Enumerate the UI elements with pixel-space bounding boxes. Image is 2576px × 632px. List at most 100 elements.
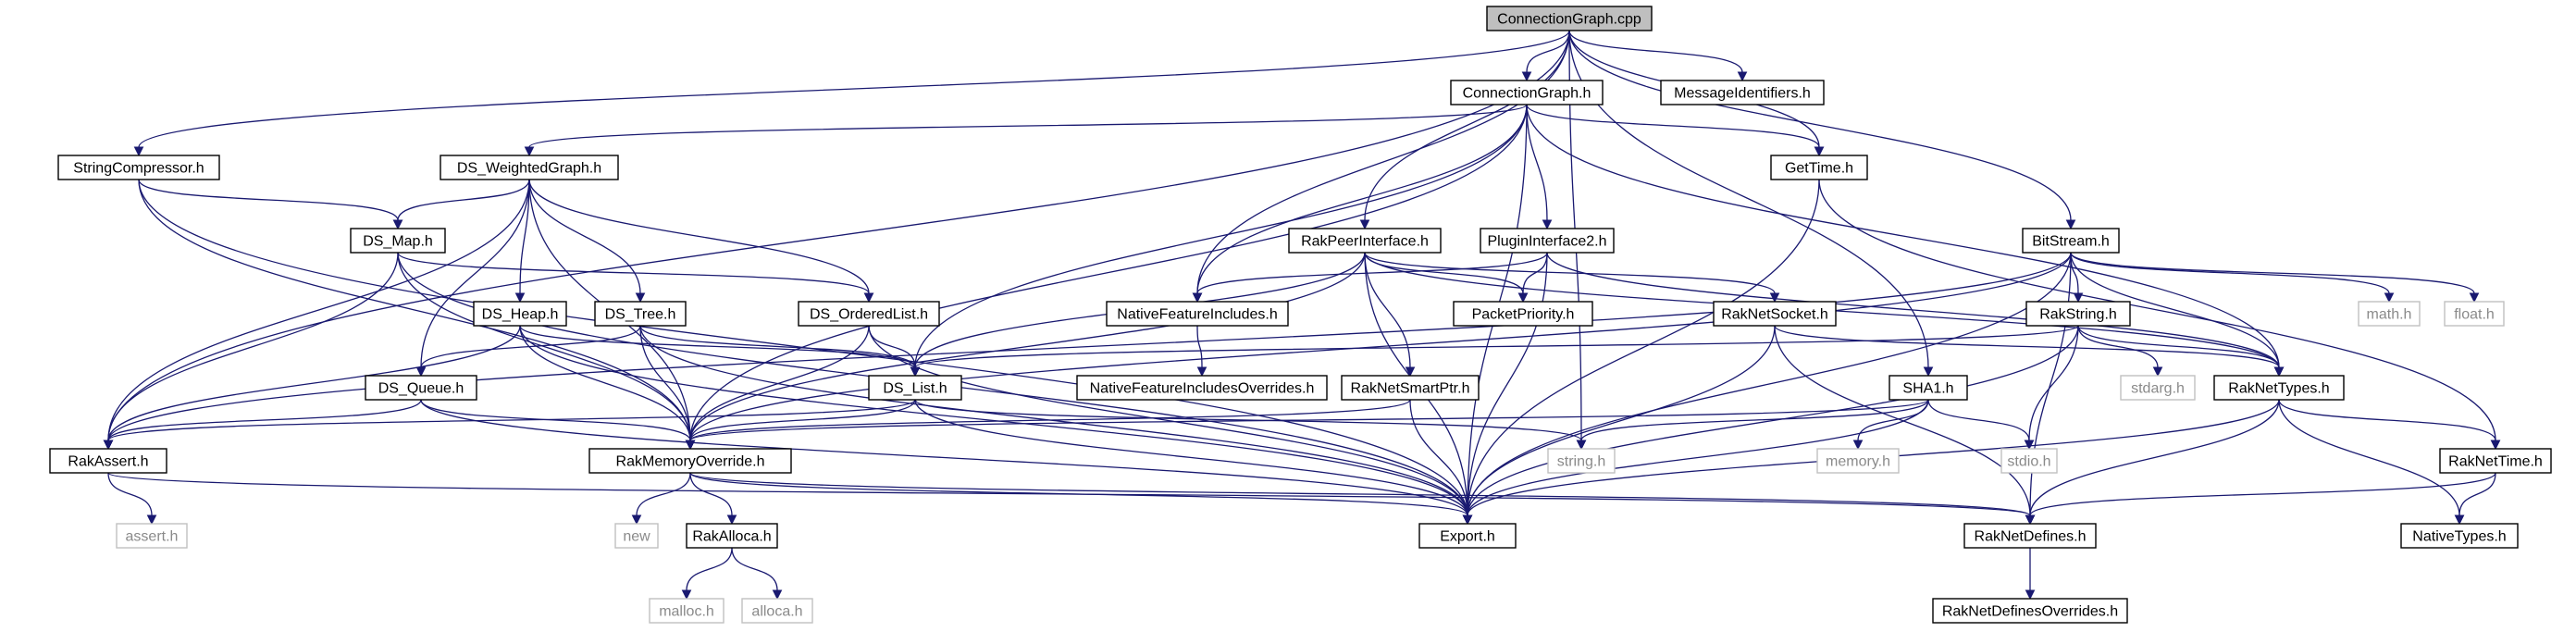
node-rakstring-h[interactable]: RakString.h	[2025, 301, 2131, 327]
node-nativetypes-h[interactable]: NativeTypes.h	[2400, 523, 2519, 549]
edge-rakassert-to-rnd	[107, 472, 2036, 526]
node-label: BitStream.h	[2032, 234, 2110, 250]
node-box	[1660, 80, 1825, 105]
node-box	[1547, 448, 1616, 474]
node-box	[473, 301, 567, 327]
node-box	[588, 448, 792, 474]
node-box	[1341, 375, 1480, 401]
edge-dswg-to-dsheap	[514, 179, 530, 304]
edge-rakstring-to-rnt	[2077, 325, 2285, 378]
node-box	[1288, 228, 1442, 254]
edge-pi2-to-nfi	[1192, 252, 1548, 304]
node-label: RakMemoryOverride.h	[616, 454, 765, 470]
node-nativefeatureincludes-h[interactable]: NativeFeatureIncludes.h	[1106, 301, 1289, 327]
node-box	[1932, 598, 2128, 624]
node-box	[1486, 6, 1653, 31]
node-alloca-h: alloca.h	[741, 598, 813, 624]
node-ds-queue-h[interactable]: DS_Queue.h	[365, 375, 477, 401]
node-rakassert-h[interactable]: RakAssert.h	[49, 448, 167, 474]
node-box	[365, 375, 477, 401]
edge-strcomp-to-export	[138, 179, 1473, 526]
node-ds-orderedlist-h[interactable]: DS_OrderedList.h	[798, 301, 940, 327]
node-assert-h: assert.h	[116, 523, 188, 549]
node-packetpriority-h[interactable]: PacketPriority.h	[1453, 301, 1593, 327]
node-label: RakAssert.h	[68, 454, 148, 470]
node-box	[2025, 301, 2131, 327]
edge-rakstring-to-dslist	[910, 325, 2079, 378]
edge-sha1-to-string	[1576, 399, 1929, 451]
edge-dslist-to-rakassert	[103, 399, 916, 451]
edge-rakstring-to-stdarg	[2077, 325, 2163, 378]
node-label: MessageIdentifiers.h	[1674, 86, 1811, 102]
node-label: RakAlloca.h	[692, 529, 771, 545]
node-rakalloca-h[interactable]: RakAlloca.h	[686, 523, 778, 549]
node-raknettime-h[interactable]: RakNetTime.h	[2439, 448, 2552, 474]
edge-cg_h-to-pi2	[1526, 104, 1553, 230]
node-rakpeerinterface-h[interactable]: RakPeerInterface.h	[1288, 228, 1442, 254]
node-gettime-h[interactable]: GetTime.h	[1770, 155, 1868, 180]
node-stringcompressor-h[interactable]: StringCompressor.h	[57, 155, 220, 180]
node-label: DS_Heap.h	[482, 307, 559, 323]
node-box	[1889, 375, 1968, 401]
node-export-h[interactable]: Export.h	[1418, 523, 1517, 549]
node-label: GetTime.h	[1785, 161, 1853, 177]
node-rakmemoryoverride-h[interactable]: RakMemoryOverride.h	[588, 448, 792, 474]
edge-dsqueue-to-rakassert	[103, 399, 422, 451]
edge-dswg-to-dstree	[528, 179, 646, 304]
node-ds-tree-h[interactable]: DS_Tree.h	[594, 301, 687, 327]
edge-rpi-to-rns	[1364, 252, 1780, 304]
node-ds-list-h[interactable]: DS_List.h	[868, 375, 962, 401]
node-messageidentifiers-h[interactable]: MessageIdentifiers.h	[1660, 80, 1825, 105]
node-label: SHA1.h	[1902, 381, 1953, 397]
edge-rnt-to-nativetypes	[2278, 399, 2465, 526]
edge-cg_h-to-gettime	[1526, 104, 1825, 157]
edge-pi2-to-rnt	[1546, 252, 2285, 378]
node-label: RakNetDefinesOverrides.h	[1942, 604, 2118, 620]
node-ds-weightedgraph-h[interactable]: DS_WeightedGraph.h	[440, 155, 619, 180]
node-ds-map-h[interactable]: DS_Map.h	[350, 228, 446, 254]
edge-rmo-to-export	[689, 472, 1473, 526]
node-box	[1450, 80, 1604, 105]
node-box	[614, 523, 659, 549]
edge-rmo-to-rakalloca	[689, 472, 737, 526]
node-label: StringCompressor.h	[73, 161, 204, 177]
edge-raknettime-to-nativetypes	[2454, 472, 2496, 526]
node-box	[2000, 448, 2058, 474]
node-connectiongraph-cpp[interactable]: ConnectionGraph.cpp	[1486, 6, 1653, 31]
node-box	[868, 375, 962, 401]
node-label: Export.h	[1440, 529, 1495, 545]
node-raknetsocket-h[interactable]: RakNetSocket.h	[1713, 301, 1837, 327]
node-raknetsmartptr-h[interactable]: RakNetSmartPtr.h	[1341, 375, 1480, 401]
node-box	[1106, 301, 1289, 327]
node-bitstream-h[interactable]: BitStream.h	[2022, 228, 2120, 254]
node-label: NativeFeatureIncludesOverrides.h	[1090, 381, 1315, 397]
node-raknetdefinesoverrides-h[interactable]: RakNetDefinesOverrides.h	[1932, 598, 2128, 624]
edge-rnd-to-rndo	[2025, 548, 2036, 601]
node-ds-heap-h[interactable]: DS_Heap.h	[473, 301, 567, 327]
node-box	[440, 155, 619, 180]
edge-dstree-to-dsqueue	[415, 325, 641, 378]
node-raknettypes-h[interactable]: RakNetTypes.h	[2213, 375, 2345, 401]
edge-rpi-to-pp	[1364, 252, 1529, 304]
node-math-h: math.h	[2358, 301, 2421, 327]
node-label: malloc.h	[659, 604, 714, 620]
node-plugininterface2-h[interactable]: PluginInterface2.h	[1480, 228, 1615, 254]
edge-sha1-to-stdio	[1927, 399, 2035, 451]
edge-dsqueue-to-rmo	[420, 399, 696, 451]
node-nativefeatureincludesoverrides-h[interactable]: NativeFeatureIncludesOverrides.h	[1076, 375, 1328, 401]
node-connectiongraph-h[interactable]: ConnectionGraph.h	[1450, 80, 1604, 105]
edge-bitstream-to-float	[2070, 252, 2480, 304]
edge-rakalloca-to-malloc	[681, 547, 733, 601]
node-box	[1076, 375, 1328, 401]
edge-rnt-to-raknettime	[2278, 399, 2501, 451]
node-box	[1713, 301, 1837, 327]
node-label: alloca.h	[751, 604, 802, 620]
edge-cg_cpp-to-bitstream	[1568, 30, 2076, 230]
node-raknetdefines-h[interactable]: RakNetDefines.h	[1963, 523, 2097, 549]
node-sha1-h[interactable]: SHA1.h	[1889, 375, 1968, 401]
edge-cg_h-to-rnt	[1526, 104, 2285, 378]
node-label: RakString.h	[2039, 307, 2117, 323]
edge-strcomp-to-dsmap	[138, 179, 403, 230]
